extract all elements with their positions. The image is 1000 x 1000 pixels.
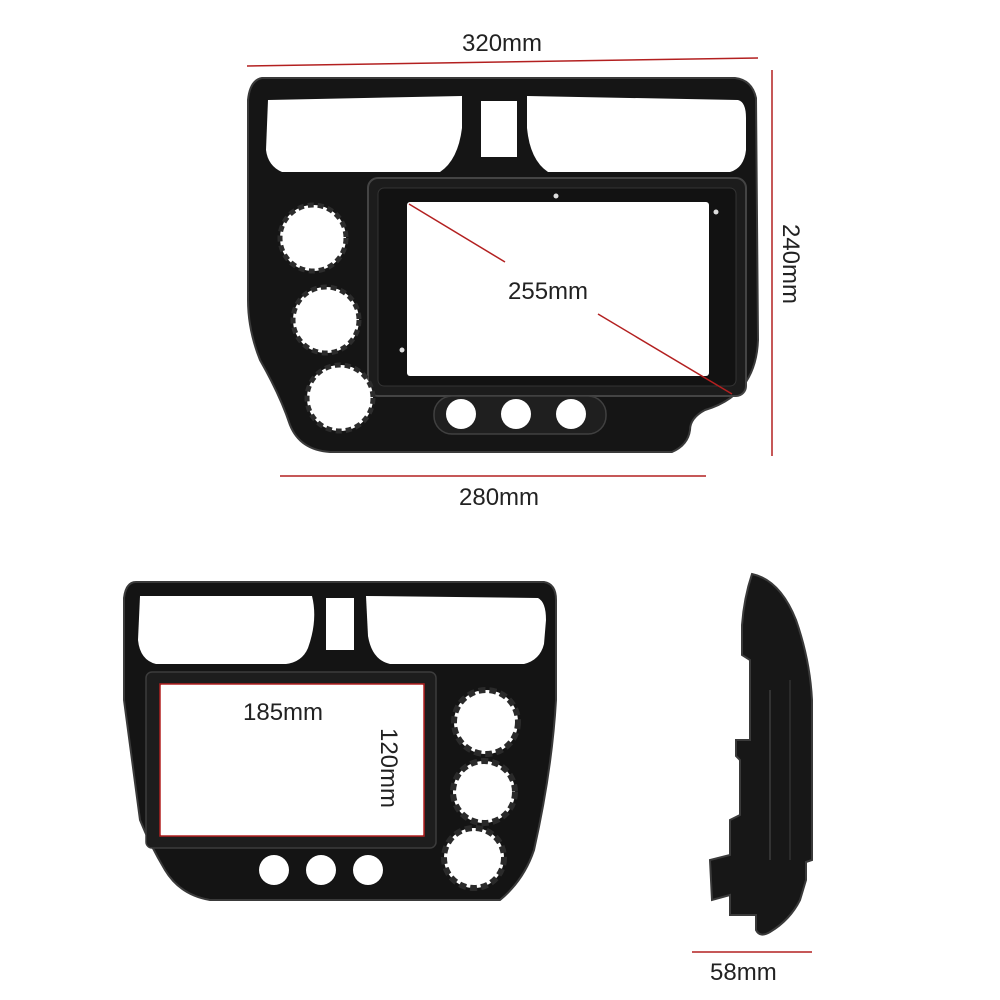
front-view-panel: [247, 77, 760, 453]
front-vent-hole-1: [277, 202, 349, 274]
height-label: 240mm: [777, 223, 805, 305]
back-top-right-slot: [366, 596, 546, 664]
back-button-hole-1: [259, 855, 289, 885]
opening-dimension-box: [159, 683, 425, 837]
back-button-hole-3: [353, 855, 383, 885]
back-screen-opening: [160, 684, 424, 836]
top-width-line: [246, 57, 759, 67]
front-top-left-slot: [266, 96, 462, 172]
front-vent-hole-3: [304, 362, 376, 434]
front-button-hole-2: [501, 399, 531, 429]
side-profile: [708, 572, 813, 936]
back-vent-hole-1: [451, 687, 521, 757]
back-view-panel: [123, 581, 557, 901]
diagonal-line-lower: [597, 313, 733, 395]
back-top-left-slot: [138, 596, 315, 664]
front-button-hole-1: [446, 399, 476, 429]
depth-label: 58mm: [710, 959, 777, 986]
opening-width-label: 185mm: [243, 699, 324, 726]
back-vent-hole-3: [441, 825, 507, 891]
front-vent-hole-2: [290, 284, 362, 356]
screen-diagonal-label: 255mm: [508, 278, 589, 305]
side-view-panel: [708, 572, 813, 936]
bottom-width-label: 280mm: [459, 484, 540, 511]
diagonal-line-upper: [408, 203, 506, 263]
dimension-lines-front: [246, 57, 773, 477]
top-width-label: 320mm: [462, 30, 543, 57]
front-top-right-slot: [527, 96, 746, 172]
front-button-hole-3: [556, 399, 586, 429]
opening-height-label: 120mm: [375, 727, 403, 809]
back-top-center-window: [326, 598, 354, 650]
back-vent-hole-2: [450, 758, 518, 826]
back-button-hole-2: [306, 855, 336, 885]
front-screen-opening: [407, 202, 709, 376]
front-top-center-window: [481, 101, 517, 157]
